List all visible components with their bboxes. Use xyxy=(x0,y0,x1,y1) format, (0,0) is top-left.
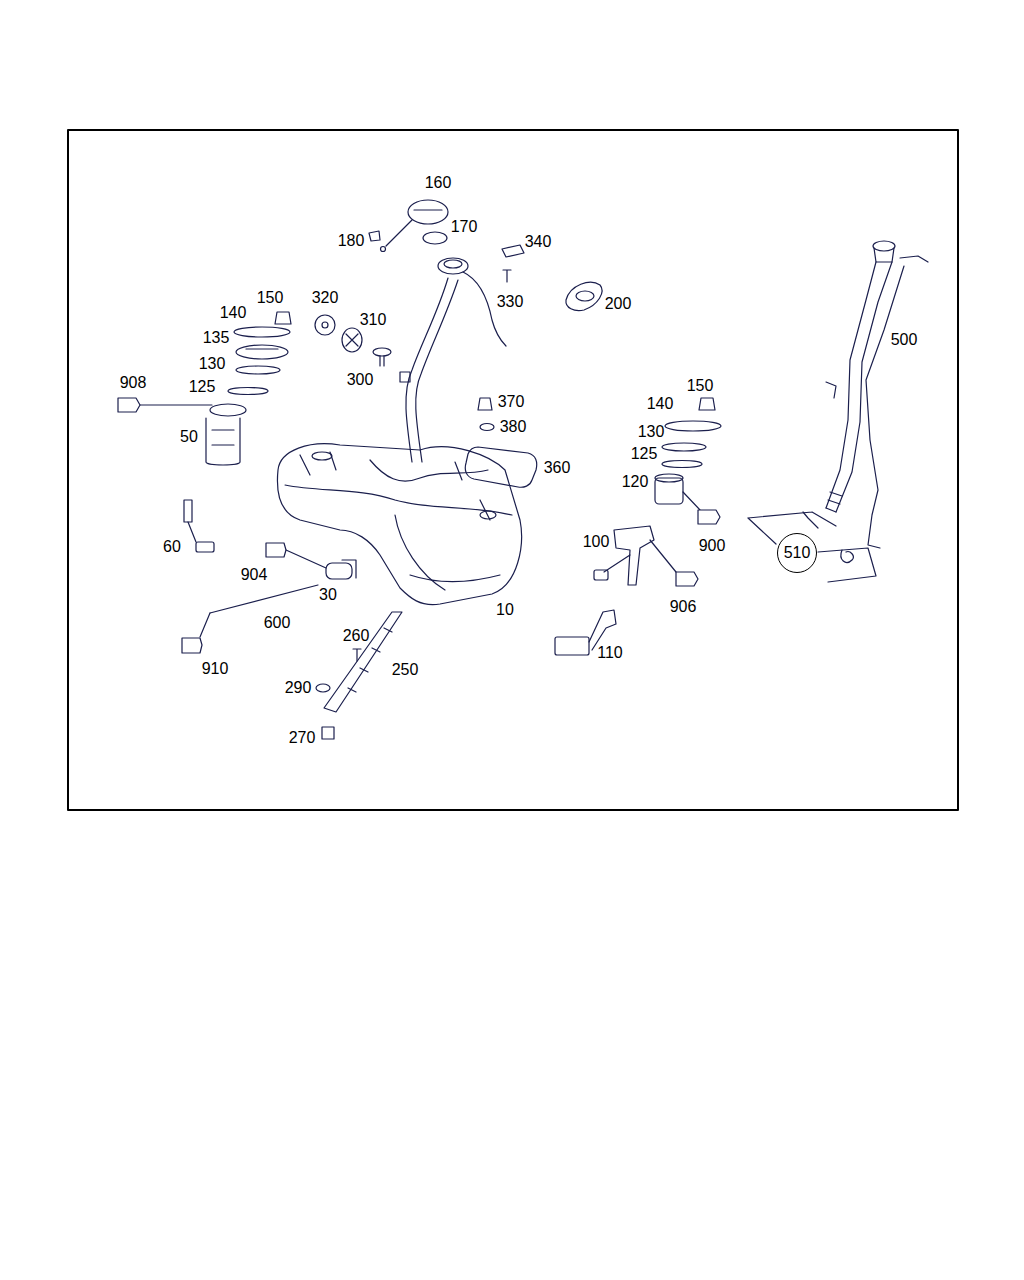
filler-pipe xyxy=(400,258,506,462)
callout-number: 160 xyxy=(424,175,453,191)
fuel-cap xyxy=(369,200,524,282)
callout-number: 330 xyxy=(496,294,525,310)
callout-number: 360 xyxy=(543,460,572,476)
callout-number: 150 xyxy=(686,378,715,394)
callout-number: 140 xyxy=(646,396,675,412)
callout-number: 125 xyxy=(630,446,659,462)
callout-number: 340 xyxy=(524,234,553,250)
callout-number: 900 xyxy=(698,538,727,554)
callout-number: 906 xyxy=(669,599,698,615)
left-pump xyxy=(118,312,291,465)
callout-number: 50 xyxy=(179,429,199,445)
callout-number: 130 xyxy=(198,356,227,372)
callout-number: 250 xyxy=(391,662,420,678)
wire-600 xyxy=(182,585,318,653)
gasket xyxy=(566,282,602,310)
fuel-tank xyxy=(277,444,521,605)
callout-number: 140 xyxy=(219,305,248,321)
callout-number: 60 xyxy=(162,539,182,555)
strap xyxy=(316,612,402,739)
callout-number: 380 xyxy=(499,419,528,435)
callout-number: 600 xyxy=(263,615,292,631)
filler-pipe-500 xyxy=(826,241,928,548)
right-pump xyxy=(655,398,721,524)
clip-sheet xyxy=(748,512,876,582)
level-sender xyxy=(594,526,698,586)
callout-number: 10 xyxy=(495,602,515,618)
callout-number: 290 xyxy=(284,680,313,696)
cover-plate xyxy=(465,398,536,487)
callout-number: 320 xyxy=(311,290,340,306)
callout-number: 910 xyxy=(201,661,230,677)
callout-number: 30 xyxy=(318,587,338,603)
callout-number: 310 xyxy=(359,312,388,328)
callout-number: 110 xyxy=(596,645,624,661)
callout-number: 170 xyxy=(450,219,479,235)
callout-circle: 510 xyxy=(777,533,818,574)
callout-number: 200 xyxy=(604,296,633,312)
sensor-30 xyxy=(266,543,356,579)
callout-number: 300 xyxy=(346,372,375,388)
callout-number: 135 xyxy=(202,330,231,346)
callout-number: 500 xyxy=(890,332,919,348)
frame xyxy=(68,130,958,810)
callout-number: 150 xyxy=(256,290,285,306)
callout-number: 270 xyxy=(288,730,317,746)
callout-number: 180 xyxy=(337,233,366,249)
callout-number: 100 xyxy=(582,534,611,550)
callout-number: 370 xyxy=(497,394,526,410)
callout-number: 260 xyxy=(342,628,371,644)
callout-number: 510 xyxy=(784,545,811,561)
level-sensor xyxy=(184,500,214,552)
callout-number: 908 xyxy=(119,375,148,391)
callout-number: 904 xyxy=(240,567,269,583)
callout-number: 130 xyxy=(637,424,666,440)
callout-number: 120 xyxy=(621,474,650,490)
callout-number: 125 xyxy=(188,379,217,395)
